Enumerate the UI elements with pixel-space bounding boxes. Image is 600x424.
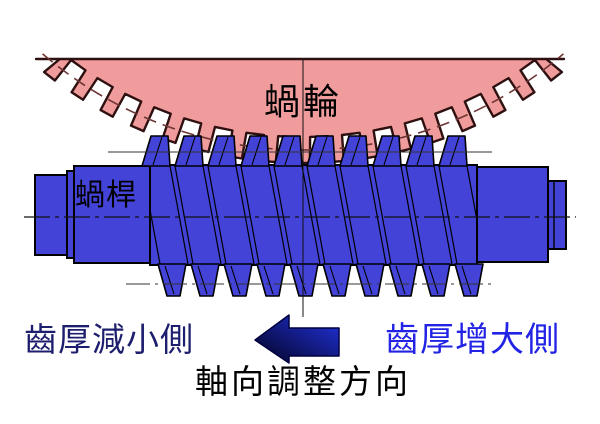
worm-shaft xyxy=(34,135,567,297)
tooth-thickness-increase-label: 齒厚增大側 xyxy=(385,322,560,359)
axial-adjust-direction-label: 軸向調整方向 xyxy=(195,365,411,401)
tooth-thickness-decrease-label: 齒厚減小側 xyxy=(24,323,194,359)
worm-wheel-label: 蝸輪 xyxy=(263,82,343,122)
worm-shaft-label: 蝸桿 xyxy=(75,179,137,212)
centerlines xyxy=(24,59,576,317)
axial-adjust-arrow-icon xyxy=(254,314,340,364)
